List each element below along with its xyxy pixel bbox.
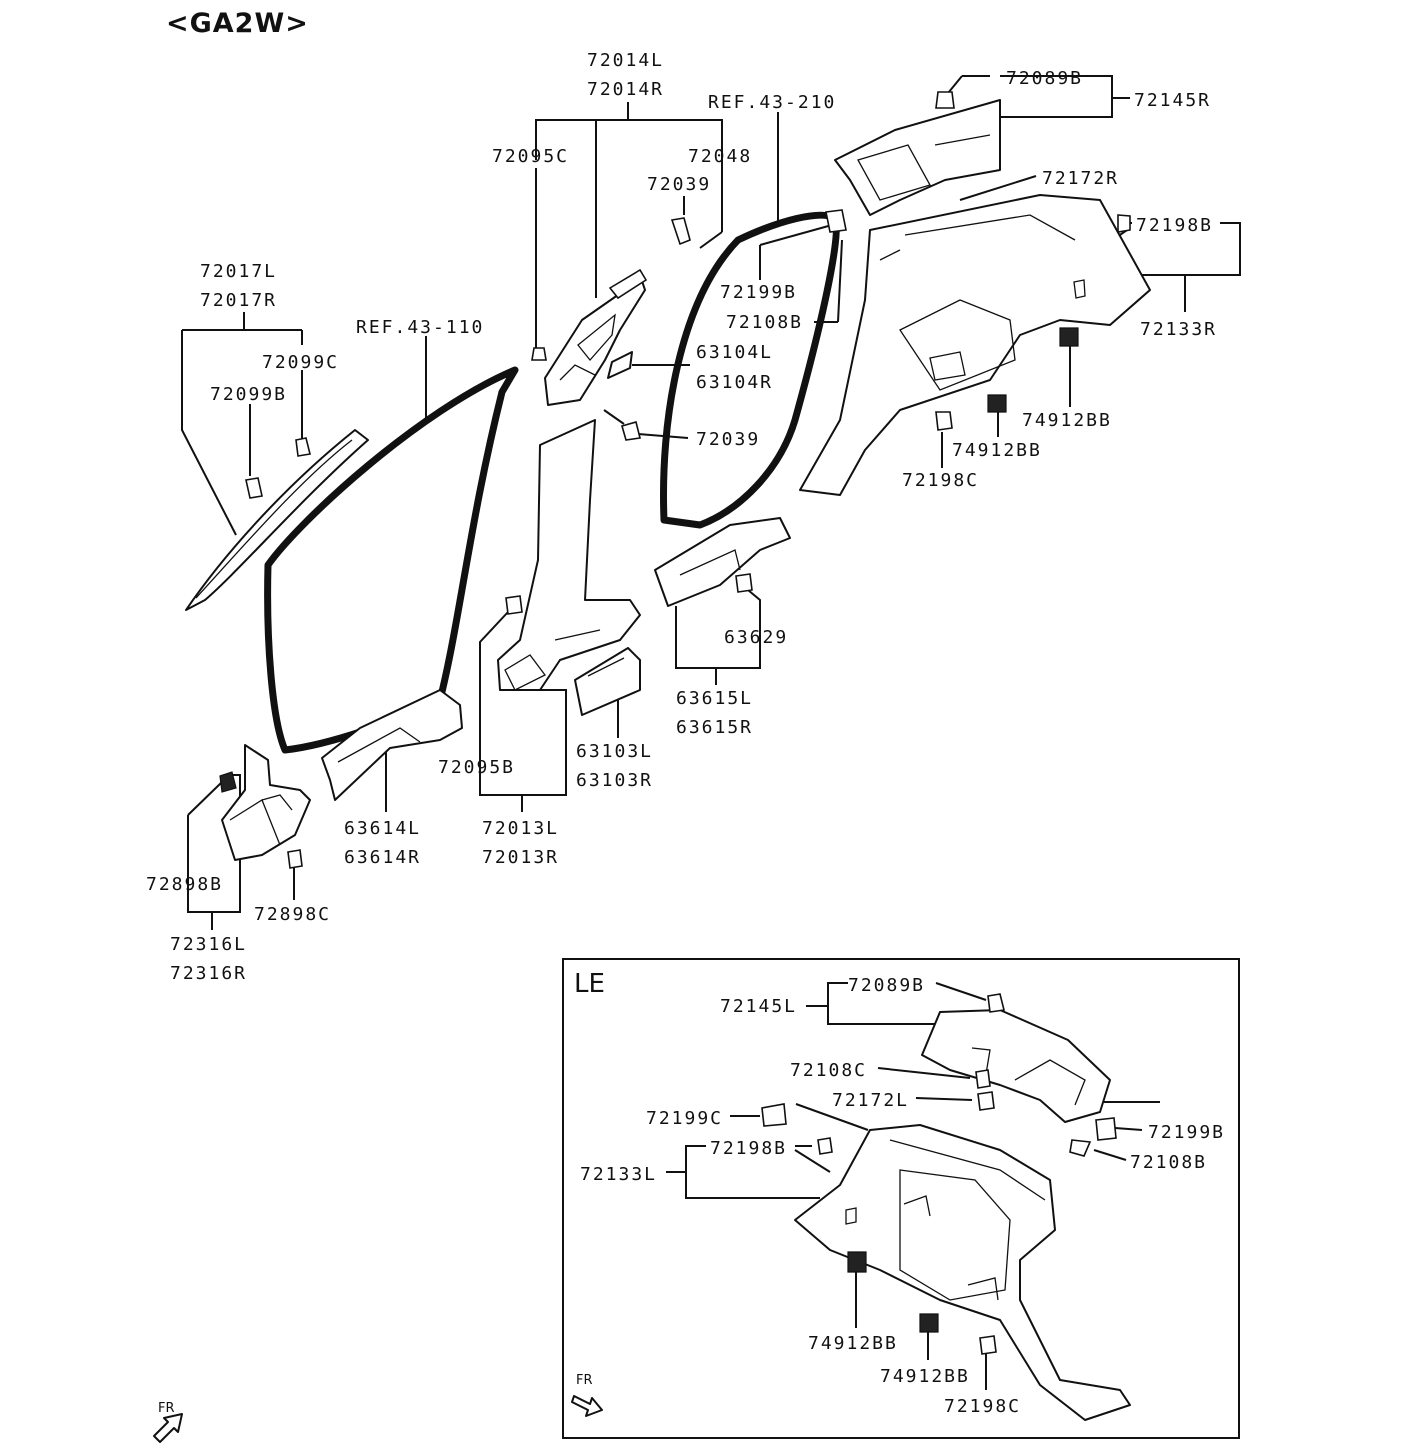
inset-label-72198c: 72198C — [944, 1396, 1021, 1417]
inset-label-72108c: 72108C — [790, 1060, 867, 1081]
label-ref43-110: REF.43-110 — [356, 317, 484, 338]
label-ref43-210: REF.43-210 — [708, 92, 836, 113]
front-direction-indicator: FR — [153, 1401, 183, 1443]
label-72048: 72048 — [688, 146, 752, 167]
label-72013r: 72013R — [482, 847, 559, 868]
inset-label: LE — [574, 969, 605, 999]
label-72039-upper: 72039 — [647, 174, 711, 195]
fasteners-inset — [761, 993, 1117, 1355]
inset-label-72198b: 72198B — [710, 1138, 787, 1159]
label-63104l: 63104L — [696, 342, 773, 363]
inset-label-72089b: 72089B — [848, 975, 925, 996]
label-63614l: 63614L — [344, 818, 421, 839]
label-72017l: 72017L — [200, 261, 277, 282]
label-72145r: 72145R — [1134, 90, 1211, 111]
label-72014r: 72014R — [587, 79, 664, 100]
label-72013l: 72013L — [482, 818, 559, 839]
inset-label-72108b: 72108B — [1130, 1152, 1207, 1173]
part-63615-rear-scuff-plate — [654, 517, 791, 607]
diagram-title: <GA2W> — [166, 8, 309, 39]
part-72133r-quarter-trim — [799, 194, 1151, 496]
inset-label-72199b: 72199B — [1148, 1122, 1225, 1143]
part-72013-b-pillar-lower-trim — [497, 419, 641, 691]
label-72198b: 72198B — [1136, 215, 1213, 236]
inset-fr-arrow-icon — [571, 1395, 603, 1417]
part-72133l-quarter-trim — [794, 1124, 1131, 1421]
label-72172r: 72172R — [1042, 168, 1119, 189]
inset-label-72133l: 72133L — [580, 1164, 657, 1185]
label-72014l: 72014L — [587, 50, 664, 71]
inset-label-74912bb-1: 74912BB — [808, 1333, 898, 1354]
label-72095c: 72095C — [492, 146, 569, 167]
label-72198c: 72198C — [902, 470, 979, 491]
label-63629: 63629 — [724, 627, 788, 648]
leader-lines — [181, 75, 1241, 930]
label-72898b: 72898B — [146, 874, 223, 895]
inset-frame — [562, 958, 1240, 1439]
part-72145r-upper-quarter-trim — [834, 99, 1001, 216]
label-63103r: 63103R — [576, 770, 653, 791]
label-72039-lower: 72039 — [696, 429, 760, 450]
label-72898c: 72898C — [254, 904, 331, 925]
label-72095b: 72095B — [438, 757, 515, 778]
inset-label-72172l: 72172L — [832, 1090, 909, 1111]
inset-label-74912bb-2: 74912BB — [880, 1366, 970, 1387]
label-63103l: 63103L — [576, 741, 653, 762]
part-72316-cowl-side-trim — [221, 744, 311, 861]
label-72316l: 72316L — [170, 934, 247, 955]
part-72017-a-pillar-trim — [185, 429, 369, 611]
part-72014-b-pillar-upper-trim — [544, 268, 648, 406]
fasteners-main — [219, 91, 1131, 869]
label-72099b: 72099B — [210, 384, 287, 405]
label-72108b: 72108B — [726, 312, 803, 333]
label-72199b: 72199B — [720, 282, 797, 303]
part-63103-cover — [574, 647, 641, 716]
label-63615l: 63615L — [676, 688, 753, 709]
part-72145l-upper-quarter-trim — [921, 1009, 1111, 1123]
fr-arrow-icon — [153, 1413, 183, 1443]
label-63615r: 63615R — [676, 717, 753, 738]
inset-le: LE — [562, 958, 1240, 1439]
inset-fr-label: FR — [576, 1373, 593, 1388]
label-63614r: 63614R — [344, 847, 421, 868]
part-63104-pad — [607, 351, 633, 379]
part-labels-main: 72014L 72014R 72095C 72048 72039 REF.43-… — [146, 50, 1217, 984]
label-72017r: 72017R — [200, 290, 277, 311]
inset-label-72199c: 72199C — [646, 1108, 723, 1129]
part-ref43-110-door-opening-seal — [264, 366, 519, 754]
label-72089b: 72089B — [1006, 68, 1083, 89]
inset-label-72145l: 72145L — [720, 996, 797, 1017]
label-63104r: 63104R — [696, 372, 773, 393]
label-72133r: 72133R — [1140, 319, 1217, 340]
label-72316r: 72316R — [170, 963, 247, 984]
label-74912bb-2: 74912BB — [952, 440, 1042, 461]
label-72099c: 72099C — [262, 352, 339, 373]
label-74912bb-1: 74912BB — [1022, 410, 1112, 431]
fr-label: FR — [158, 1401, 175, 1416]
part-63614-front-scuff-plate — [321, 689, 463, 801]
